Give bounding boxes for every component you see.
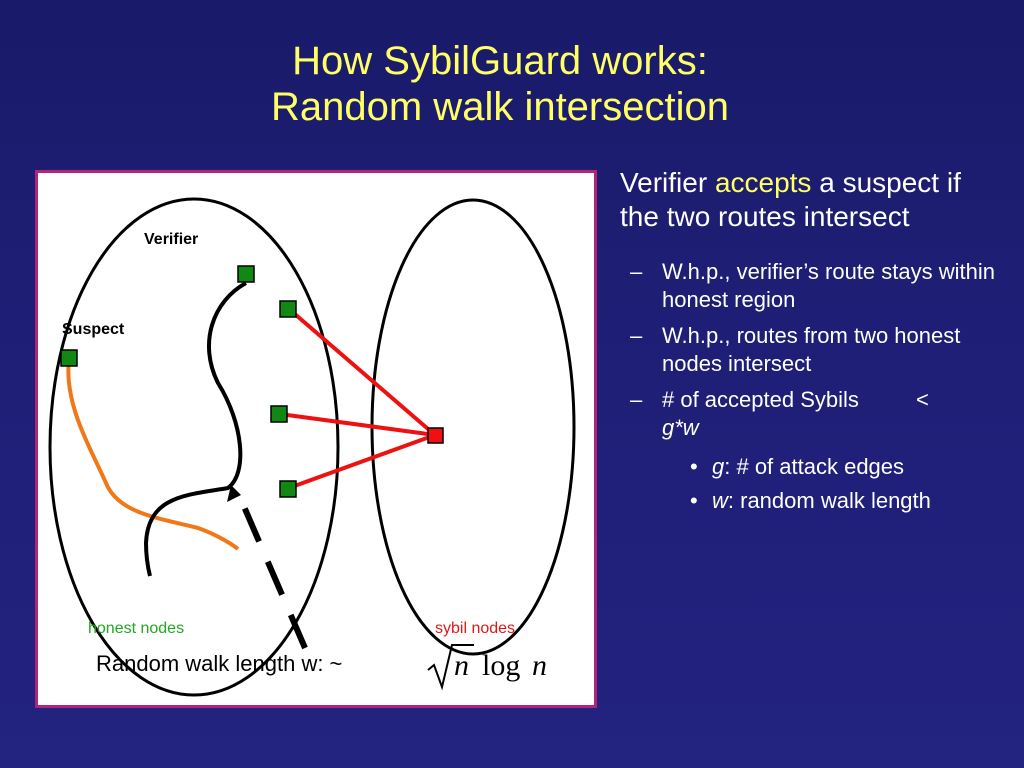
bullet-item: – # of accepted Sybils < g*w • g: # of a… — [620, 386, 1000, 516]
bullet-text-continued: g*w — [662, 415, 699, 440]
bullet-text: W.h.p., routes from two honest nodes int… — [662, 323, 961, 376]
sub-bullet-list: • g: # of attack edges • w: random walk … — [662, 452, 1000, 516]
sub-bullet-item: • g: # of attack edges — [662, 452, 1000, 482]
sub-text: : # of attack edges — [724, 454, 905, 479]
suspect-route — [66, 358, 240, 551]
dot-marker: • — [690, 454, 698, 479]
dash-marker: – — [630, 259, 643, 284]
dash-marker: – — [630, 387, 643, 412]
bullet-list: – W.h.p., verifier’s route stays within … — [620, 258, 1000, 516]
sqrt-symbol — [427, 644, 474, 691]
sub-var: g — [712, 454, 725, 479]
random-walk-length-text: Random walk length w: ~ — [96, 651, 343, 676]
dash-marker: – — [630, 323, 643, 348]
honest-nodes-caption: honest nodes — [88, 620, 185, 637]
bullet-text: W.h.p., verifier’s route stays within ho… — [662, 259, 995, 312]
random-walk-arrow-line — [236, 493, 308, 650]
sybil-node — [427, 427, 444, 444]
network-diagram — [48, 197, 576, 697]
honest-node-attack-1 — [279, 300, 297, 318]
attack-edge-2 — [279, 412, 436, 437]
verifier-label: Verifier — [144, 231, 199, 248]
verifier-route — [143, 281, 247, 577]
lead-statement: Verifier accepts a suspect if the two ro… — [620, 166, 1000, 234]
formula-log: log — [482, 649, 521, 682]
sub-var: w — [712, 488, 728, 513]
lead-part-1: Verifier — [620, 167, 715, 198]
suspect-node — [60, 349, 78, 367]
random-walk-arrow-head — [227, 485, 241, 502]
bullet-text: # of accepted Sybils — [662, 387, 859, 412]
diagram-panel: Verifier Suspect honest nodes sybil node… — [35, 170, 597, 708]
sybil-nodes-caption: sybil nodes — [435, 620, 516, 637]
slide-title: How SybilGuard works: Random walk inters… — [0, 38, 1000, 130]
verifier-node — [237, 265, 255, 283]
dot-marker: • — [690, 488, 698, 513]
title-line-2: Random walk intersection — [271, 85, 729, 129]
sub-text: : random walk length — [727, 488, 931, 513]
honest-region — [48, 197, 340, 697]
lead-part-2: a suspect if the two routes intersect — [620, 167, 961, 232]
bullet-item: – W.h.p., verifier’s route stays within … — [620, 258, 1000, 314]
formula-n: n — [454, 649, 469, 682]
attack-edge-1 — [287, 307, 437, 437]
sub-bullet-item: • w: random walk length — [662, 486, 1000, 516]
honest-node-attack-2 — [270, 405, 288, 423]
sybil-region — [370, 198, 576, 656]
formula-n2: n — [532, 649, 547, 682]
bullet-item: – W.h.p., routes from two honest nodes i… — [620, 322, 1000, 378]
lead-highlight: accepts — [714, 167, 812, 198]
explanation-panel: Verifier accepts a suspect if the two ro… — [620, 166, 1000, 524]
title-line-1: How SybilGuard works: — [292, 39, 708, 83]
suspect-label: Suspect — [62, 321, 125, 338]
less-than-sign: < — [916, 387, 929, 412]
attack-edge-3 — [288, 433, 436, 490]
honest-node-attack-3 — [279, 480, 297, 498]
